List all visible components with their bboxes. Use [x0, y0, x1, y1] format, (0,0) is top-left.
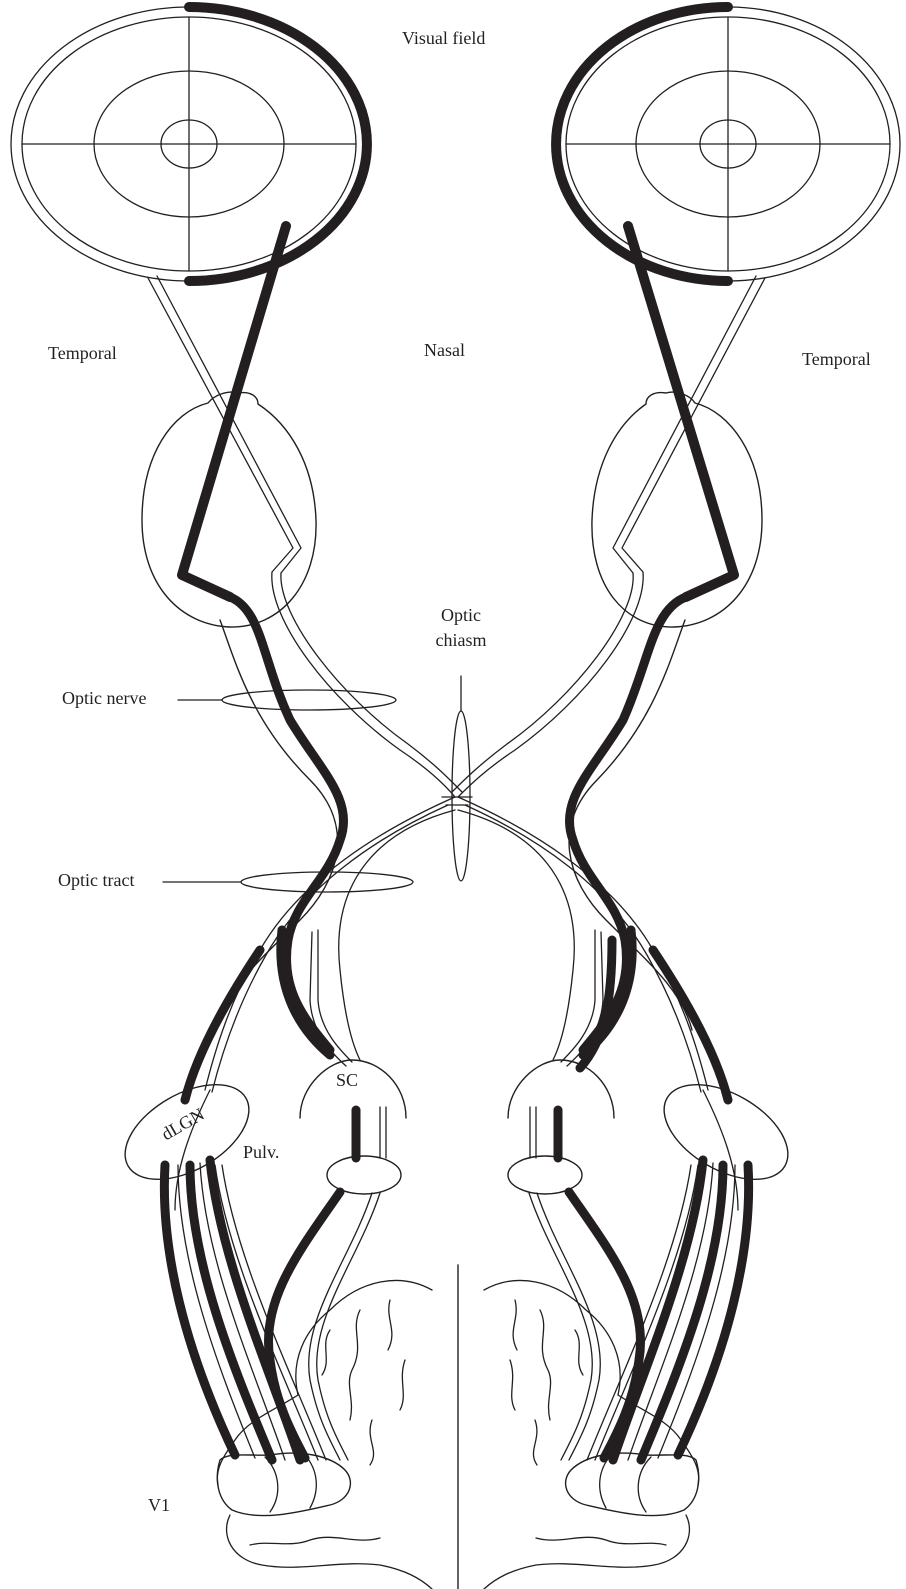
optic-tract-label: Optic tract — [58, 870, 134, 891]
right-occipital-cortex — [484, 1280, 699, 1589]
optic-chiasm-label-line2: chiasm — [428, 630, 494, 651]
sc-label: SC — [336, 1070, 358, 1091]
right-radiations — [529, 930, 749, 1460]
left-thalamus — [109, 1060, 406, 1199]
right-thalamus — [508, 1060, 804, 1199]
left-visual-field — [11, 7, 367, 281]
temporal-right-label: Temporal — [802, 349, 871, 370]
temporal-left-label: Temporal — [48, 343, 117, 364]
optic-nerve-label: Optic nerve — [62, 688, 146, 709]
left-radiations — [164, 930, 380, 1460]
pulvinar-label: Pulv. — [243, 1142, 279, 1163]
right-visual-field — [556, 7, 900, 281]
optic-chiasm-label-line1: Optic — [436, 605, 486, 626]
optic-chiasm-marker — [452, 676, 470, 881]
nasal-label: Nasal — [424, 340, 465, 361]
visual-field-label: Visual field — [402, 28, 485, 49]
v1-label: V1 — [148, 1495, 170, 1516]
optic-tract-marker — [163, 872, 413, 892]
